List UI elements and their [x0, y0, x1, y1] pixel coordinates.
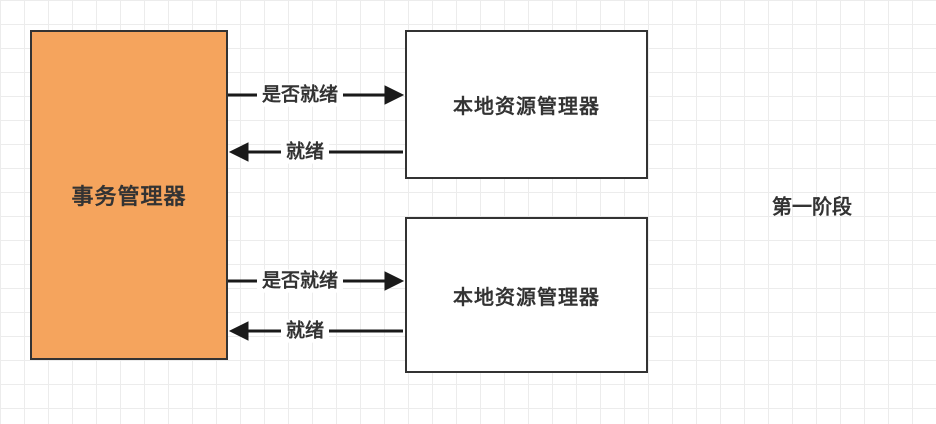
- resource-manager-bottom-label: 本地资源管理器: [453, 284, 600, 309]
- phase-label: 第一阶段: [772, 194, 852, 219]
- request-message-label-top: 是否就绪: [256, 83, 344, 107]
- resource-manager-top-node: 本地资源管理器: [405, 30, 648, 179]
- response-message-label-top: 就绪: [280, 140, 330, 164]
- arrowhead-right-icon: [384, 85, 405, 105]
- response-message-label-bottom: 就绪: [280, 319, 330, 343]
- arrowhead-right-icon: [384, 271, 405, 291]
- transaction-manager-node: 事务管理器: [30, 30, 228, 360]
- arrowhead-left-icon: [228, 321, 249, 341]
- request-message-label-bottom: 是否就绪: [256, 269, 344, 293]
- arrowhead-left-icon: [228, 142, 249, 162]
- transaction-manager-label: 事务管理器: [71, 185, 187, 210]
- resource-manager-bottom-node: 本地资源管理器: [405, 217, 648, 373]
- resource-manager-top-label: 本地资源管理器: [453, 94, 600, 118]
